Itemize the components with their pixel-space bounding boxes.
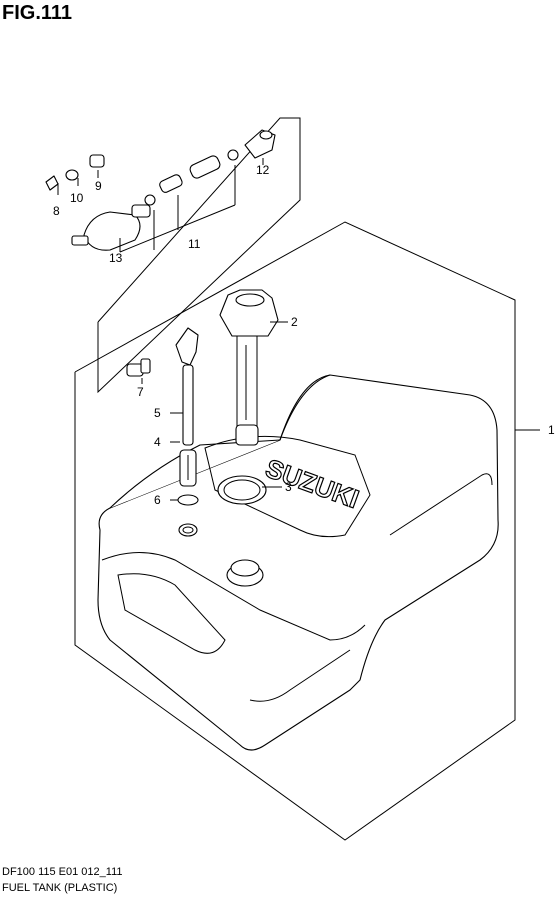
callout-4: 4: [154, 435, 161, 449]
leader-lines: [141, 321, 288, 501]
callout-6: 6: [154, 493, 161, 507]
callout-8: 8: [53, 204, 60, 218]
callout-5: 5: [154, 406, 161, 420]
callout-12: 12: [256, 163, 270, 177]
callout-11: 11: [188, 237, 201, 251]
callout-1: 1: [548, 423, 555, 437]
assembly-frame: [74, 117, 540, 841]
fuel-line-assembly: [45, 129, 276, 253]
callout-13: 13: [109, 251, 123, 265]
callout-10: 10: [70, 191, 84, 205]
callout-2: 2: [291, 315, 298, 329]
callout-9: 9: [95, 179, 102, 193]
part-7-connector: [126, 358, 151, 377]
part-3-gasket: [217, 475, 267, 505]
callout-7: 7: [137, 385, 144, 399]
fuel-tank: SUZUKI: [97, 374, 499, 751]
part-5-hose: [175, 327, 199, 446]
part-4-filter: [179, 449, 197, 487]
figure-title: FIG.111: [2, 2, 73, 24]
part-6-o-ring: [177, 494, 199, 506]
callout-3: 3: [285, 480, 292, 494]
part-2-fuel-gauge: [219, 289, 279, 446]
figure-code: DF100 115 E01 012_111: [2, 866, 123, 878]
figure-name: FUEL TANK (PLASTIC): [2, 882, 118, 894]
